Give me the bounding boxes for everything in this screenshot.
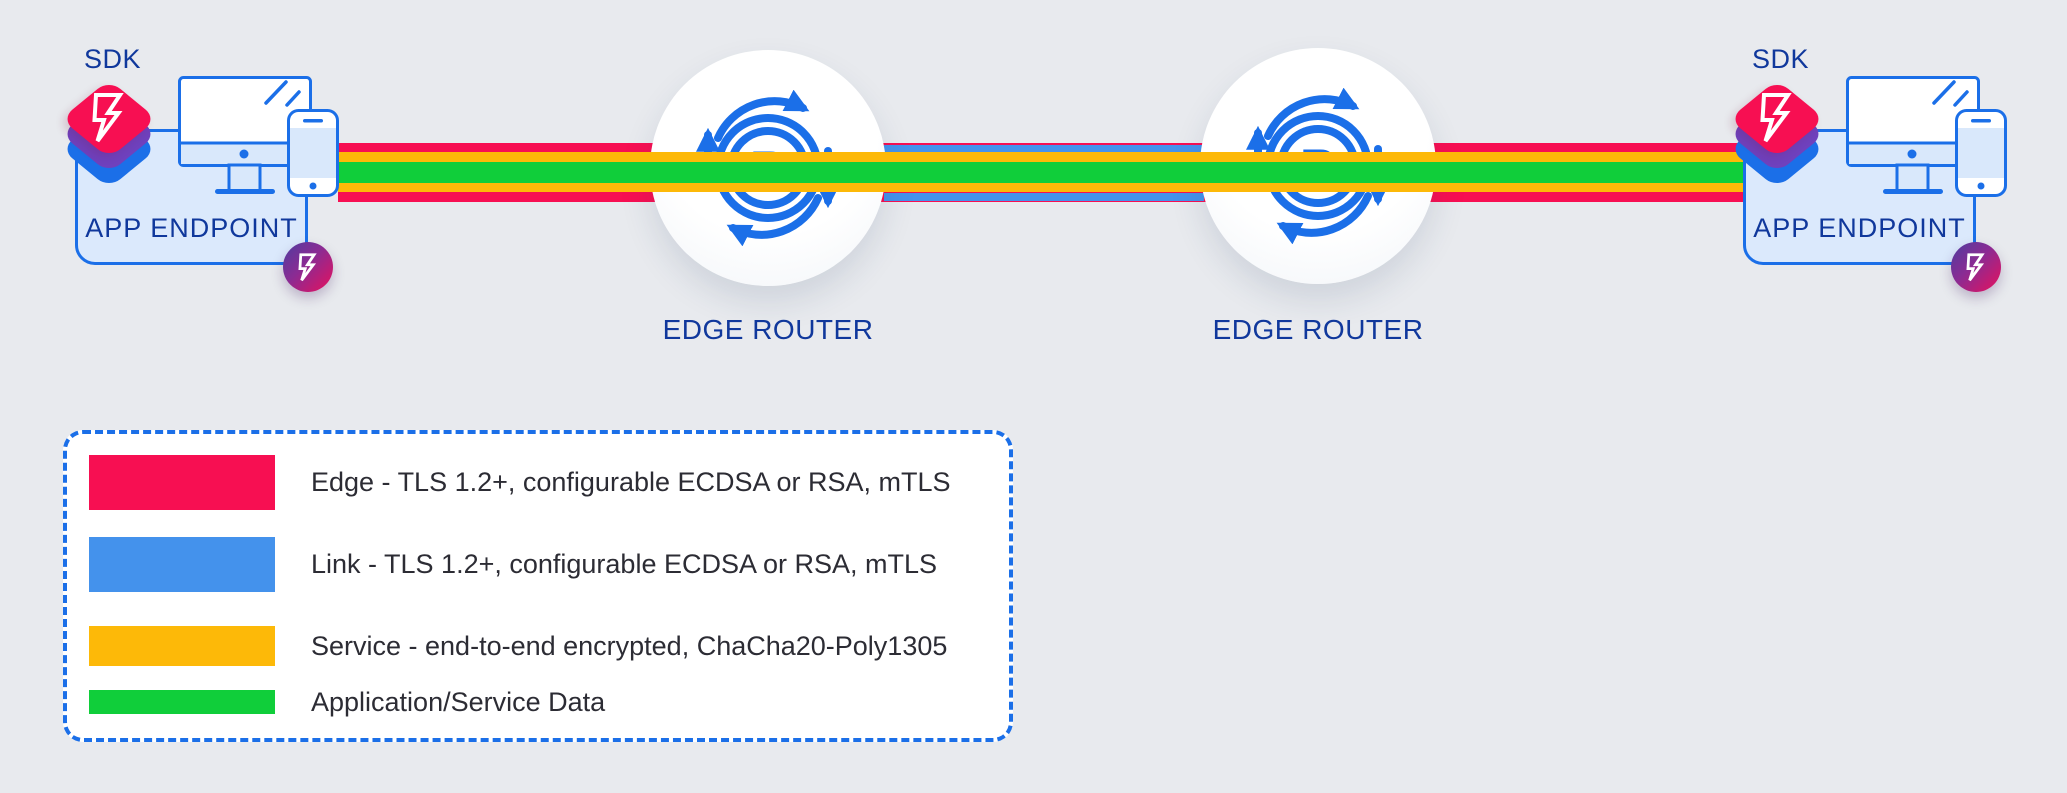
service-stripe-bottom: [338, 183, 1743, 192]
sdk-label: SDK: [84, 44, 142, 74]
legend-swatch-edge: [89, 455, 275, 510]
link-stripe-top: [884, 144, 1204, 153]
ziti-badge-icon: [1951, 242, 2001, 292]
app-endpoint-label: APP ENDPOINT: [1753, 213, 1966, 243]
sdk-label: SDK: [1752, 44, 1810, 74]
legend-label-edge: Edge - TLS 1.2+, configurable ECDSA or R…: [311, 467, 951, 497]
legend-row-edge: Edge - TLS 1.2+, configurable ECDSA or R…: [89, 455, 951, 510]
lightning-bolt-icon: [1760, 93, 1792, 143]
legend-swatch-data: [89, 690, 275, 714]
legend-label-service: Service - end-to-end encrypted, ChaCha20…: [311, 630, 948, 661]
phone-icon: [1955, 109, 2007, 197]
phone-icon: [287, 109, 339, 197]
data-stripe: [338, 162, 1743, 183]
legend-swatch-service: [89, 626, 275, 666]
ziti-badge-icon: [283, 242, 333, 292]
edge-router-label-left: EDGE ROUTER: [662, 314, 874, 345]
lightning-bolt-icon: [92, 93, 124, 143]
app-endpoint-label: APP ENDPOINT: [85, 213, 298, 243]
legend-row-service: Service - end-to-end encrypted, ChaCha20…: [89, 626, 947, 666]
legend-row-link: Link - TLS 1.2+, configurable ECDSA or R…: [89, 537, 937, 592]
monitor-icon: [1846, 76, 1980, 194]
lightning-bolt-icon: [1966, 252, 1985, 281]
service-stripe-top: [338, 152, 1743, 162]
legend-label-link: Link - TLS 1.2+, configurable ECDSA or R…: [311, 549, 938, 579]
edge-router-label-right: EDGE ROUTER: [1212, 314, 1424, 345]
legend-box: Edge - TLS 1.2+, configurable ECDSA or R…: [63, 430, 1013, 742]
link-stripe-bottom: [884, 192, 1204, 201]
monitor-icon: [178, 76, 312, 194]
lightning-bolt-icon: [298, 252, 317, 281]
legend-swatch-link: [89, 537, 275, 592]
legend-row-data: Application/Service Data: [89, 687, 605, 717]
legend-label-data: Application/Service Data: [311, 686, 606, 717]
